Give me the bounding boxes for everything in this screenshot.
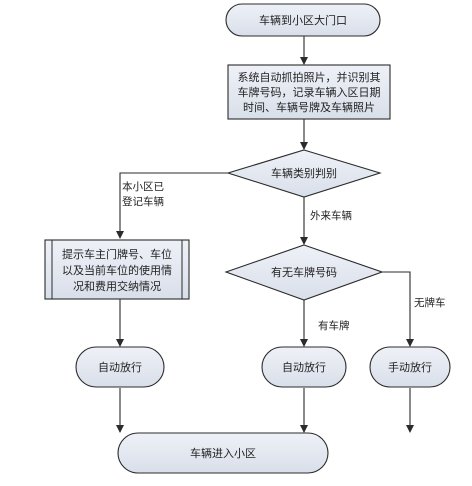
connectors xyxy=(116,36,414,433)
capture-line-2: 车牌号码，记录车辆入区日期 xyxy=(238,85,381,99)
info-line-1: 提示车主门牌号、车位 xyxy=(62,247,172,261)
plate-check-label: 有无车牌号码 xyxy=(271,265,337,279)
edge-label-has-plate: 有车牌 xyxy=(318,319,350,332)
edge-label-registered-1: 本小区已 xyxy=(122,180,164,193)
manual-release-label: 手动放行 xyxy=(388,360,432,374)
info-line-2: 以及当前车位的使用情 xyxy=(62,263,172,277)
edge-label-registered-2: 登记车辆 xyxy=(122,195,164,208)
plate-check-decision: 有无车牌号码 xyxy=(224,244,384,301)
enter-node-label: 车辆进入小区 xyxy=(190,446,256,460)
edge-label-no-plate: 无牌车 xyxy=(414,296,446,309)
auto-release-left-label: 自动放行 xyxy=(98,360,142,374)
edge-label-outside: 外来车辆 xyxy=(310,209,352,222)
vehicle-type-decision: 车辆类别判别 xyxy=(226,149,382,198)
info-line-3: 况和费用交纳情况 xyxy=(73,279,161,293)
start-node-label: 车辆到小区大门口 xyxy=(259,13,347,27)
capture-line-1: 系统自动抓拍照片，并识别其 xyxy=(238,70,381,84)
edge-plate-none xyxy=(382,271,414,347)
vehicle-type-label: 车辆类别判别 xyxy=(271,166,337,180)
capture-line-3: 时间、车辆号牌及车辆照片 xyxy=(243,100,375,114)
enter-node: 车辆进入小区 xyxy=(117,432,329,474)
auto-release-mid-label: 自动放行 xyxy=(282,360,326,374)
info-process-node: 提示车主门牌号、车位 以及当前车位的使用情 况和费用交纳情况 xyxy=(44,239,190,300)
start-node: 车辆到小区大门口 xyxy=(225,3,381,37)
edge-type-registered xyxy=(116,172,228,239)
auto-release-left-node: 自动放行 xyxy=(75,346,165,388)
manual-release-node: 手动放行 xyxy=(369,346,451,388)
auto-release-mid-node: 自动放行 xyxy=(261,346,347,388)
capture-process-node: 系统自动抓拍照片，并识别其 车牌号码，记录车辆入区日期 时间、车辆号牌及车辆照片 xyxy=(227,64,391,120)
